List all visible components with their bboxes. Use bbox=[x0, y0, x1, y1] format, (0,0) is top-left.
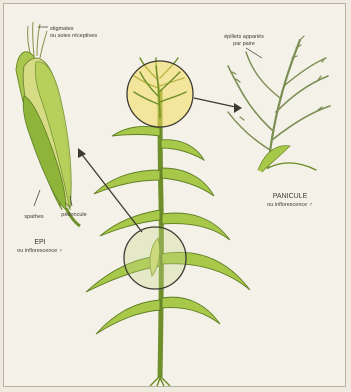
panicle-detail bbox=[228, 36, 330, 172]
ear-detail bbox=[16, 22, 80, 226]
leaf bbox=[161, 140, 204, 160]
epillets-leader bbox=[246, 48, 262, 58]
epillets-label: épillets appariés bbox=[224, 34, 264, 40]
arrow-to-panicle bbox=[194, 98, 242, 113]
spathes-leader bbox=[34, 190, 40, 206]
leaf bbox=[112, 126, 160, 136]
ear-highlight-circle bbox=[124, 227, 186, 289]
spathes-label: spathes bbox=[24, 214, 44, 220]
stigmates-label: stigmates bbox=[50, 26, 74, 32]
pedoncule-label: pédoncule bbox=[61, 212, 86, 218]
arrow-to-ear bbox=[78, 148, 142, 232]
leaf bbox=[162, 297, 220, 324]
panicule-label-sub: ou inflorescence ♂ bbox=[267, 202, 313, 208]
stigmates-label-sub: ou soies réceptives bbox=[50, 33, 97, 39]
panicule-label: PANICULE bbox=[273, 193, 308, 200]
epillets-label-sub: par paire bbox=[233, 41, 255, 47]
leaf bbox=[96, 300, 160, 334]
leaf bbox=[162, 168, 214, 196]
epi-label: EPI bbox=[34, 239, 45, 246]
epi-label-sub: ou inflorescence ♀ bbox=[17, 248, 63, 254]
